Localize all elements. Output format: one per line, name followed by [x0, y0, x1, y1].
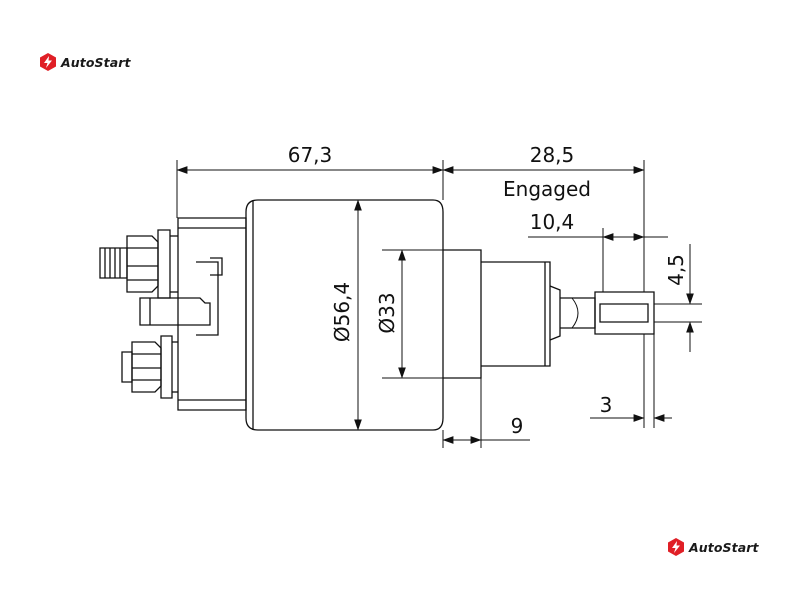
plunger — [481, 261, 551, 367]
tip-length-label: 10,4 — [530, 210, 575, 234]
engaged-travel-label: 28,5 — [530, 143, 575, 167]
brand-name: AutoStart — [61, 54, 131, 70]
fork-tip — [594, 291, 655, 335]
front-boss — [443, 249, 482, 379]
top-nut — [126, 235, 159, 293]
bottom-stud — [121, 351, 133, 383]
overall-length-label: 67,3 — [288, 143, 333, 167]
connector-strap — [139, 297, 211, 326]
autostart-logo-icon — [40, 53, 56, 71]
solenoid-outline — [99, 199, 655, 431]
boss-diameter-label: Ø33 — [375, 292, 399, 333]
tip-width-label: 4,5 — [664, 254, 688, 286]
body-diameter-label: Ø56,4 — [330, 282, 354, 342]
brand-name: AutoStart — [689, 539, 759, 555]
bottom-nut — [131, 341, 162, 393]
rear-cap — [177, 217, 247, 411]
brand-logo-bottom: AutoStart — [666, 537, 759, 557]
brand-logo-top: AutoStart — [38, 52, 131, 72]
top-stud-thread — [99, 247, 128, 279]
autostart-logo-icon — [668, 538, 684, 556]
engaged-label: Engaged — [503, 177, 591, 201]
dimension-lines — [176, 160, 702, 448]
plunger-neck — [549, 285, 561, 341]
boss-length-label: 9 — [511, 414, 524, 438]
tip-offset-label: 3 — [600, 393, 613, 417]
